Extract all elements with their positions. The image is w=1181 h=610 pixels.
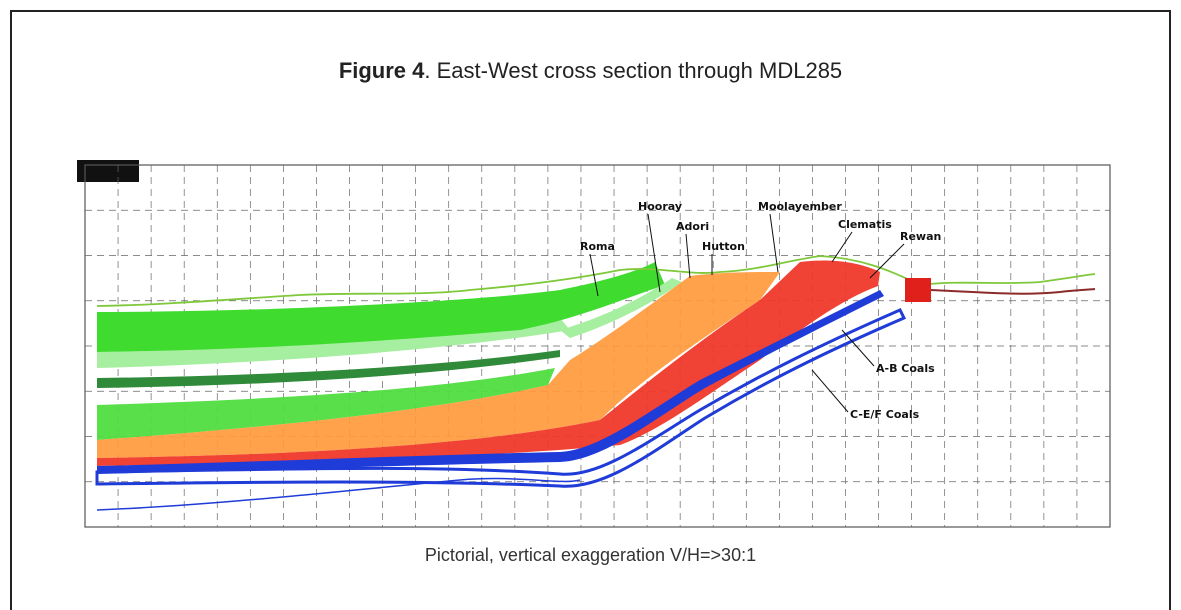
- label-cef-coals: C-E/F Coals: [850, 408, 920, 421]
- label-roma: Roma: [580, 240, 615, 253]
- strata-layers: [95, 255, 1096, 511]
- figure-title-text: . East-West cross section through MDL285: [424, 58, 843, 83]
- label-moolayember: Moolayember: [758, 200, 842, 213]
- label-ab-coals: A-B Coals: [876, 362, 935, 375]
- cross-section-diagram: Roma Hooray Adori Hutton Moolayember Cle…: [84, 164, 1111, 528]
- cef-coals-seam: [95, 308, 907, 488]
- hutton-unit: [97, 272, 780, 458]
- label-rewan: Rewan: [900, 230, 941, 243]
- page-frame: [10, 10, 1171, 610]
- leader-lines: [589, 213, 905, 413]
- roma-unit: [97, 262, 665, 352]
- ground-surface-line: [96, 255, 1096, 307]
- hooray-light-band: [560, 278, 682, 338]
- label-adori: Adori: [676, 220, 709, 233]
- lower-green-unit: [97, 368, 555, 440]
- label-clematis: Clematis: [838, 218, 892, 231]
- red-unit: [97, 260, 880, 466]
- label-hooray: Hooray: [638, 200, 682, 213]
- surface-brown-line: [929, 288, 1096, 295]
- dark-green-band: [97, 350, 560, 388]
- deep-coal-line: [96, 477, 581, 511]
- formation-labels: Roma Hooray Adori Hutton Moolayember Cle…: [580, 200, 941, 421]
- figure-number: Figure 4: [338, 58, 425, 83]
- figure-caption: Pictorial, vertical exaggeration V/H=>30…: [424, 545, 757, 565]
- figure-title: Figure 4. East-West cross section throug…: [0, 58, 1181, 84]
- label-hutton: Hutton: [702, 240, 745, 253]
- rewan-outcrop-marker: [905, 278, 931, 302]
